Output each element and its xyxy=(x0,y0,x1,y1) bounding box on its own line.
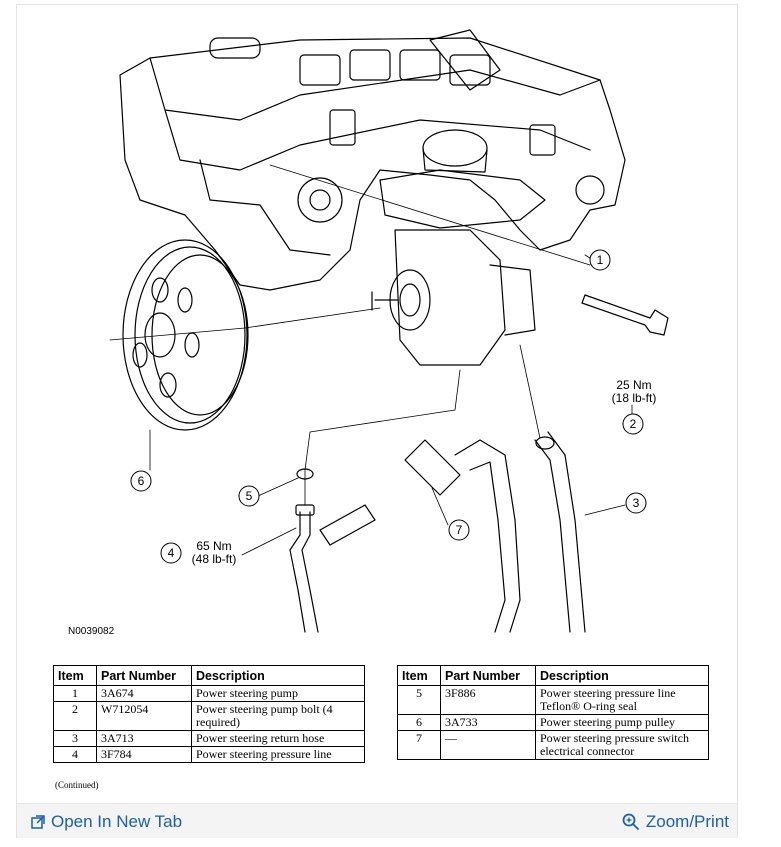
table-row: 5 3F886 Power steering pressure line Tef… xyxy=(397,685,709,715)
item-cell: 7 xyxy=(397,730,441,760)
continued-note: (Continued) xyxy=(55,780,99,790)
description-cell: Power steering pump xyxy=(191,685,365,702)
callout-1-label: 1 xyxy=(597,253,604,267)
header-part-number: Part Number xyxy=(440,665,536,686)
zoom-print-label: Zoom/Print xyxy=(645,812,729,831)
pump-body-drawing xyxy=(394,229,506,366)
table-row: 1 3A674 Power steering pump xyxy=(53,685,365,702)
open-in-new-tab-label: Open In New Tab xyxy=(51,812,183,831)
pump-bolt-drawing xyxy=(581,294,669,336)
header-description: Description xyxy=(535,665,709,686)
return-hose-drawing xyxy=(534,439,571,633)
callout-7 xyxy=(448,519,470,541)
parts-table-right: Item Part Number Description 5 3F886 Pow… xyxy=(397,665,709,760)
description-cell: Power steering pressure line Teflon® O-r… xyxy=(535,685,709,715)
callout-4 xyxy=(160,542,182,564)
parts-table-left: Item Part Number Description 1 3A674 Pow… xyxy=(53,665,365,763)
table-row: 2 W712054 Power steering pump bolt (4 re… xyxy=(53,701,365,731)
open-in-new-tab-link[interactable]: Open In New Tab xyxy=(31,812,182,832)
torque-bolt-lbft: (18 lb-ft) xyxy=(612,391,657,405)
part-number-cell: 3A674 xyxy=(96,685,192,702)
item-cell: 1 xyxy=(53,685,97,702)
figure-id: N0039082 xyxy=(68,626,115,637)
description-cell: Power steering return hose xyxy=(191,730,365,747)
callout-1 xyxy=(589,249,611,271)
part-number-cell: W712054 xyxy=(96,701,192,731)
part-number-cell: 3A733 xyxy=(440,714,536,731)
item-cell: 3 xyxy=(53,730,97,747)
part-number-cell: 3A713 xyxy=(96,730,192,747)
description-cell: Power steering pump pulley xyxy=(535,714,709,731)
table-row: 3 3A713 Power steering return hose xyxy=(53,730,365,747)
open-in-new-tab-icon xyxy=(31,815,45,829)
callout-4-label: 4 xyxy=(168,546,175,560)
table-row: 6 3A733 Power steering pump pulley xyxy=(397,714,709,731)
callout-3 xyxy=(625,492,647,514)
table-header-row: Item Part Number Description xyxy=(53,665,365,686)
magnifier-icon xyxy=(622,813,640,831)
item-cell: 6 xyxy=(397,714,441,731)
torque-bolt-nm: 25 Nm xyxy=(616,378,651,392)
table-header-row: Item Part Number Description xyxy=(397,665,709,686)
torque-line-nm: 65 Nm xyxy=(196,539,231,553)
header-part-number: Part Number xyxy=(96,665,192,686)
callout-2-label: 2 xyxy=(630,417,637,431)
item-cell: 4 xyxy=(53,746,97,763)
pulley-drawing xyxy=(122,239,248,431)
connector-drawing xyxy=(404,439,461,496)
callout-5 xyxy=(238,485,260,507)
header-description: Description xyxy=(191,665,365,686)
callout-3-label: 3 xyxy=(633,496,640,510)
engine-diagram: 1 2 3 4 5 6 7 25 Nm (18 lb-ft) 65 Nm (48… xyxy=(109,29,669,633)
part-number-cell: — xyxy=(440,730,536,760)
part-number-cell: 3F886 xyxy=(440,685,536,715)
pressure-line-drawing xyxy=(289,511,306,633)
reservoir-cap-drawing xyxy=(422,129,488,167)
item-cell: 5 xyxy=(397,685,441,715)
callout-5-label: 5 xyxy=(246,489,253,503)
callout-2 xyxy=(622,413,644,435)
table-row: 4 3F784 Power steering pressure line xyxy=(53,746,365,763)
footer-bar: Open In New Tab Zoom/Print xyxy=(17,803,737,838)
part-number-cell: 3F784 xyxy=(96,746,192,763)
header-item: Item xyxy=(397,665,441,686)
header-item: Item xyxy=(53,665,97,686)
description-cell: Power steering pressure line xyxy=(191,746,365,763)
callout-7-label: 7 xyxy=(456,523,463,537)
description-cell: Power steering pump bolt (4 required) xyxy=(191,701,365,731)
callout-6-label: 6 xyxy=(138,474,145,488)
description-cell: Power steering pressure switch electrica… xyxy=(535,730,709,760)
item-cell: 2 xyxy=(53,701,97,731)
callout-6 xyxy=(130,470,152,492)
table-row: 7 — Power steering pressure switch elect… xyxy=(397,730,709,760)
zoom-print-link[interactable]: Zoom/Print xyxy=(622,812,729,832)
torque-line-lbft: (48 lb-ft) xyxy=(192,552,237,566)
